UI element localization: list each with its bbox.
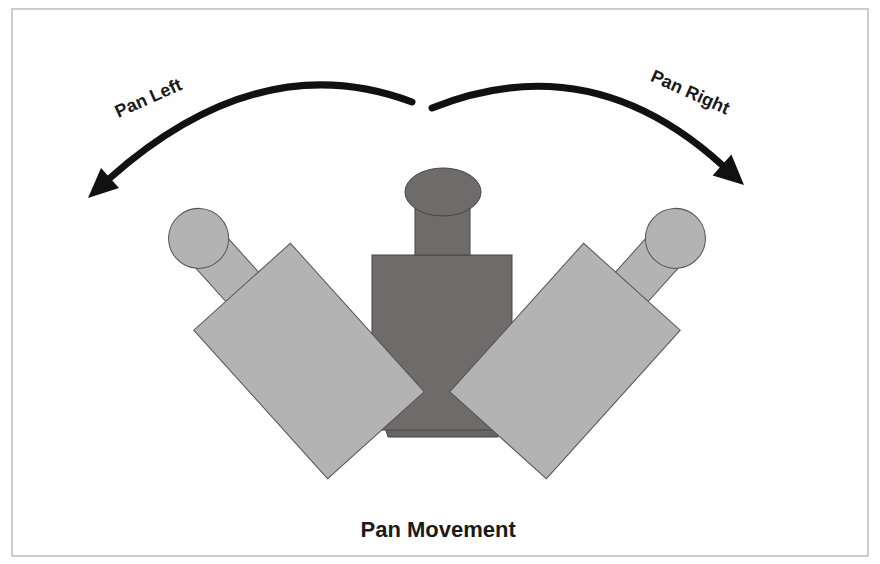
camera-lens [405, 168, 481, 216]
frame [12, 9, 868, 556]
camera-lens [633, 196, 718, 281]
camera-lens [156, 196, 241, 281]
camera-body [450, 243, 680, 479]
left-camera [130, 173, 424, 479]
arrow-head [713, 155, 744, 185]
right-camera [450, 173, 744, 479]
camera-body [194, 243, 424, 479]
figure-caption: Pan Movement [361, 517, 516, 543]
arrow-head [88, 168, 119, 198]
